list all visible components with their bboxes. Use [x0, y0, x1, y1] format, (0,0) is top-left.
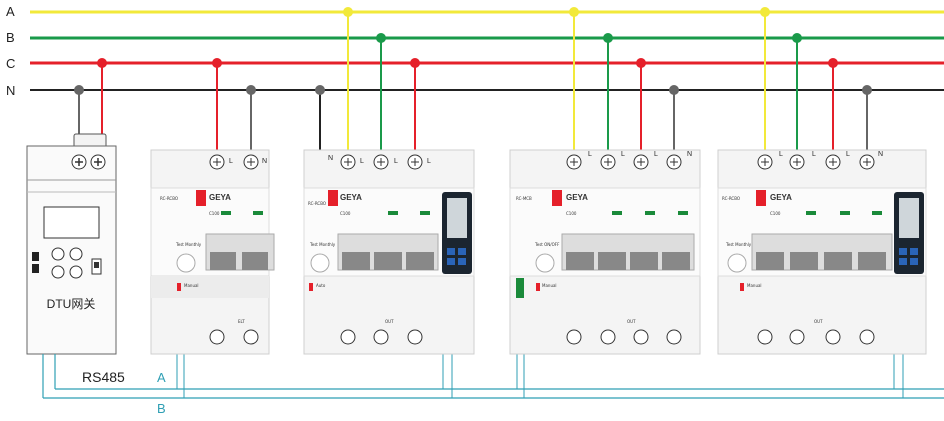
breaker-brand: GEYA — [566, 193, 588, 202]
breaker-lever[interactable] — [210, 252, 236, 270]
terminal-label: N — [328, 155, 333, 162]
test-label: Test Monthly — [309, 242, 336, 247]
test-button[interactable] — [727, 253, 747, 273]
bus-label-c: C — [6, 56, 15, 71]
dtu-gateway — [26, 133, 117, 355]
breaker-brand: GEYA — [209, 193, 231, 202]
breaker-rating: C100 — [566, 211, 577, 216]
breaker-2: N L L L RC-RCBO GEYA C100 Test Monthly A… — [303, 149, 475, 355]
breaker-model: RC-RCBO — [308, 201, 326, 206]
breaker-lever[interactable] — [242, 252, 268, 270]
terminal-label: N — [687, 151, 692, 158]
test-button[interactable] — [176, 253, 196, 273]
breaker-rating: C100 — [770, 211, 781, 216]
test-label: Test Monthly — [725, 242, 752, 247]
breaker-rating: C100 — [209, 211, 220, 216]
gateway-led — [32, 252, 39, 261]
breaker-lever[interactable] — [790, 252, 818, 270]
terminal-label: L — [621, 151, 625, 158]
terminal-label: L — [360, 158, 364, 165]
terminal-label: L — [846, 151, 850, 158]
terminal-label: L — [654, 151, 658, 158]
breaker-3: L L L N RC-MCB GEYA C100 Test ON/OFF Man… — [509, 149, 701, 355]
test-label: Test ON/OFF — [534, 242, 560, 247]
breaker-model: RC-RCBO — [160, 196, 178, 201]
gateway-button[interactable] — [69, 247, 83, 261]
breaker-brand: GEYA — [340, 193, 362, 202]
breaker-lever[interactable] — [824, 252, 852, 270]
drop-wires — [78, 12, 868, 150]
test-label: Test Monthly — [175, 242, 202, 247]
rs485-bus — [42, 354, 944, 399]
bottom-label: OUT — [385, 319, 394, 324]
remote-label: Manual — [747, 283, 762, 288]
breaker-lever[interactable] — [630, 252, 658, 270]
breaker-1: L N RC-RCBO GEYA C100 Test Monthly Manua… — [150, 149, 275, 355]
gateway-button[interactable] — [51, 265, 65, 279]
terminal-label: L — [812, 151, 816, 158]
terminal-label: L — [229, 158, 233, 165]
breaker-rating: C100 — [340, 211, 351, 216]
terminal-label: L — [427, 158, 431, 165]
junction-dots — [74, 7, 872, 95]
test-button[interactable] — [535, 253, 555, 273]
gateway-button[interactable] — [69, 265, 83, 279]
gateway-button[interactable] — [51, 247, 65, 261]
bus-label-b: B — [6, 30, 15, 45]
terminal-label: L — [394, 158, 398, 165]
breaker-lever[interactable] — [342, 252, 370, 270]
breaker-lever[interactable] — [756, 252, 784, 270]
terminal-label: L — [588, 151, 592, 158]
breaker-4: L L L N RC-RCBO GEYA C100 Test Monthly M… — [717, 149, 927, 355]
gateway-display — [43, 206, 100, 239]
terminal-label: N — [878, 151, 883, 158]
breaker-lever[interactable] — [598, 252, 626, 270]
terminal-label: N — [262, 158, 267, 165]
breaker-lever[interactable] — [858, 252, 886, 270]
remote-label: Auto — [316, 283, 326, 288]
breaker-model: RC-MCB — [516, 196, 532, 201]
remote-label: Manual — [184, 283, 199, 288]
breaker-lever[interactable] — [374, 252, 402, 270]
bus-label-n: N — [6, 83, 15, 98]
test-button[interactable] — [310, 253, 330, 273]
breaker-model: RC-RCBO — [722, 196, 740, 201]
breaker-brand: GEYA — [770, 193, 792, 202]
rs485-label: RS485 — [82, 369, 125, 385]
rs485-a-label: A — [157, 370, 166, 385]
bottom-label: OUT — [627, 319, 636, 324]
rs485-b-label: B — [157, 401, 166, 416]
breaker-lever[interactable] — [406, 252, 434, 270]
breaker-lever[interactable] — [566, 252, 594, 270]
bottom-label: ELT — [238, 319, 245, 324]
remote-label: Manual — [542, 283, 557, 288]
terminal-label: L — [779, 151, 783, 158]
gateway-label: DTU网关 — [47, 297, 96, 311]
breaker-lever[interactable] — [662, 252, 690, 270]
bottom-label: OUT — [814, 319, 823, 324]
bus-label-a: A — [6, 4, 15, 19]
